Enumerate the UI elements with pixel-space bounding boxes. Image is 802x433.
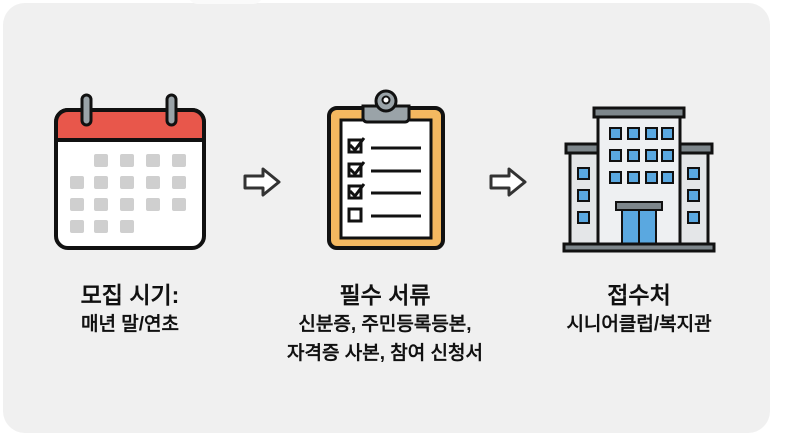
clipboard-checklist-icon [327, 89, 445, 250]
step-detail: 시니어클럽/복지관 [566, 314, 712, 335]
calendar-icon [54, 93, 206, 250]
step-title: 접수처 [607, 282, 671, 308]
step-detail: 자격증 사본, 참여 신청서 [287, 343, 483, 364]
step-title: 필수 서류 [339, 282, 431, 308]
step-detail: 신분증, 주민등록등본, [298, 314, 472, 335]
step-required-documents: 필수 서류 신분증, 주민등록등본, 자격증 사본, 참여 신청서 [255, 280, 515, 368]
step-recruitment-period: 모집 시기: 매년 말/연초 [0, 280, 260, 339]
arrow-right-icon [243, 167, 281, 197]
step-application-place: 접수처 시니어클럽/복지관 [509, 280, 769, 339]
building-icon [562, 106, 716, 253]
step-title: 모집 시기: [80, 282, 180, 308]
top-decoration [188, 0, 263, 4]
step-detail: 매년 말/연초 [81, 314, 179, 335]
arrow-right-icon [489, 167, 527, 197]
